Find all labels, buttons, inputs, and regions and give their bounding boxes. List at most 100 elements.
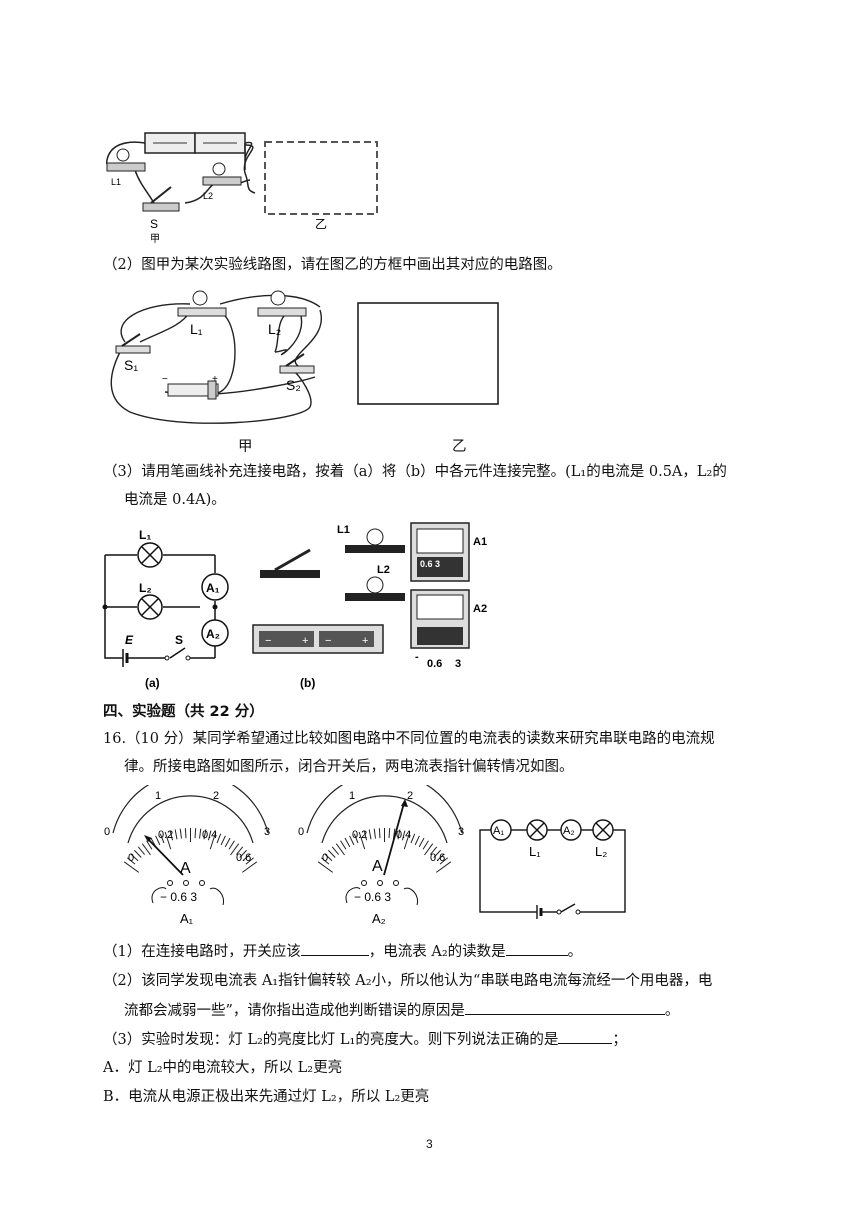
a1-scale-top-1: 1 — [155, 790, 161, 802]
sub1-post: 。 — [567, 944, 583, 960]
meter-tick — [422, 840, 429, 850]
fig3b-caption: (b) — [300, 676, 315, 690]
meter-tick — [174, 829, 178, 840]
sc-a2: A₂ — [563, 825, 575, 837]
sub2-line1: （2）该同学发现电流表 A₁指针偏转较 A₂小，所以他认为“串联电路电流每流经一… — [103, 973, 713, 989]
meter-tick — [126, 857, 136, 865]
series-circuit-diagram: A₁ A₂ L₁ L₂ — [479, 819, 626, 919]
meter-tick — [184, 828, 187, 839]
fig3b-a1: A1 — [473, 536, 487, 548]
meter-tick — [335, 843, 345, 856]
meter-tick — [424, 843, 434, 856]
meter-tick — [241, 861, 258, 873]
figure3-circuit-a-b: L₁ L₂ A₁ A₂ E S (a) − + − + L1 L2 0.6 3 … — [102, 522, 487, 690]
a1-scale-bot-04: 0.4 — [202, 829, 217, 841]
q16-line2: 律。所接电路图如图所示，闭合开关后，两电流表指针偏转情况如图。 — [124, 759, 574, 775]
meter-tick — [164, 831, 172, 850]
a1-scale-top-0: 0 — [104, 826, 110, 838]
meter-tick — [340, 840, 347, 850]
meter-tick — [344, 837, 351, 848]
sub3-blank-answer[interactable] — [558, 1029, 613, 1044]
meter-tick — [159, 833, 165, 844]
sc-l1: L₁ — [529, 844, 541, 859]
a2-scale-top-0: 0 — [298, 826, 304, 838]
fig3b-l2: L2 — [377, 564, 390, 576]
meter-tick — [137, 846, 145, 855]
meter-tick — [349, 835, 355, 846]
sub1-mid: ，电流表 A₂的读数是 — [368, 944, 506, 960]
sub1-pre: （1）在连接电路时，开关应该 — [103, 944, 301, 960]
meter-tick — [245, 857, 255, 865]
meter-tick — [435, 861, 452, 873]
fig1-caption-yi: 乙 — [315, 217, 327, 231]
fig2-label-l1: L₁ — [190, 321, 203, 337]
meter-tick — [439, 857, 449, 865]
option-a: A．灯 L₂中的电流较大，所以 L₂更亮 — [103, 1060, 343, 1076]
fig2-minus: − — [162, 374, 168, 385]
meter-tick — [216, 833, 222, 844]
fig2-plus: + — [212, 374, 218, 385]
sub1: （1）在连接电路时，开关应该 ，电流表 A₂的读数是 。 — [103, 941, 582, 962]
meter-tick — [123, 861, 140, 873]
fig2-label-l2: L₂ — [268, 321, 281, 337]
fig3b-term-06: 0.6 — [427, 658, 442, 670]
meter-tick — [236, 846, 244, 855]
sub2-blank-reason[interactable] — [464, 1000, 665, 1015]
fig3a-l1: L₁ — [139, 528, 151, 542]
fig3b-a2: A2 — [473, 603, 487, 615]
meter-tick — [320, 857, 330, 865]
svg-text:+: + — [362, 635, 368, 647]
a2-terminals: − 0.6 3 — [354, 890, 391, 904]
ammeter-a2: 0 1 2 3 0 0.2 0.4 0.6 A − 0.6 3 A₂ — [298, 785, 464, 926]
a1-scale-bot-0: 0 — [128, 852, 134, 864]
meter-tick — [224, 837, 231, 848]
fig3b-l1: L1 — [337, 524, 350, 536]
sc-a1: A₁ — [493, 825, 504, 837]
figure2-wiring-diagram: − + L₁ L₂ S₁ S₂ — [110, 290, 499, 424]
meter-tick — [146, 840, 153, 850]
svg-text:0.6 3: 0.6 3 — [420, 559, 440, 569]
a1-scale-top-2: 2 — [213, 790, 219, 802]
a2-label: A₂ — [372, 911, 386, 926]
sub1-blank-switch[interactable] — [300, 941, 369, 956]
a2-scale-top-1: 1 — [349, 790, 355, 802]
svg-text:−: − — [325, 635, 331, 647]
meter-tick — [317, 861, 334, 873]
fig3a-a1: A₁ — [206, 581, 220, 595]
a1-scale-bot-02: 0.2 — [158, 829, 173, 841]
meter-tick — [401, 830, 406, 841]
sc-l2: L₂ — [595, 844, 607, 859]
option-b: B．电流从电源正极出来先通过灯 L₂，所以 L₂更亮 — [103, 1089, 430, 1105]
q16-line1: 16.（10 分）某同学希望通过比较如图电路中不同位置的电流表的读数来研究串联电… — [103, 731, 715, 747]
meter-tick — [207, 830, 212, 841]
sub3-pre: （3）实验时发现：灯 L₂的亮度比灯 L₁的亮度大。则下列说法正确的是 — [103, 1032, 559, 1048]
meter-tick — [436, 853, 445, 862]
meter-tick — [353, 833, 359, 844]
meter-tick — [430, 846, 438, 855]
fig3a-l2: L₂ — [139, 581, 152, 595]
fig1-label-l2: L2 — [203, 191, 213, 201]
fig3a-caption: (a) — [145, 676, 160, 690]
meter-tick — [363, 830, 368, 841]
meter-tick — [134, 849, 142, 858]
sub1-blank-reading[interactable] — [505, 941, 568, 956]
a2-scale-bot-06: 0.6 — [430, 852, 445, 864]
a1-scale-bot-06: 0.6 — [236, 852, 251, 864]
meter-tick — [331, 846, 339, 855]
meter-tick — [130, 853, 139, 862]
q3-line2: 电流是 0.4A)。 — [124, 492, 226, 508]
a2-scale-top-3: 3 — [458, 826, 464, 838]
a1-unit: A — [180, 860, 191, 877]
meter-tick — [194, 828, 197, 839]
meter-tick — [169, 830, 174, 841]
meter-tick — [358, 831, 366, 850]
a2-scale-bot-0: 0 — [322, 852, 328, 864]
meter-tick — [378, 828, 381, 839]
fig3b-term-3: 3 — [455, 658, 461, 670]
meter-tick — [388, 828, 391, 839]
meter-tick — [373, 828, 376, 839]
sub2-line2: 流都会减弱一些”，请你指出造成他判断错误的原因是。 — [124, 1000, 679, 1021]
meter-tick — [433, 849, 441, 858]
meter-tick — [155, 835, 161, 846]
sub2-line2-pre: 流都会减弱一些”，请你指出造成他判断错误的原因是 — [124, 1003, 465, 1019]
